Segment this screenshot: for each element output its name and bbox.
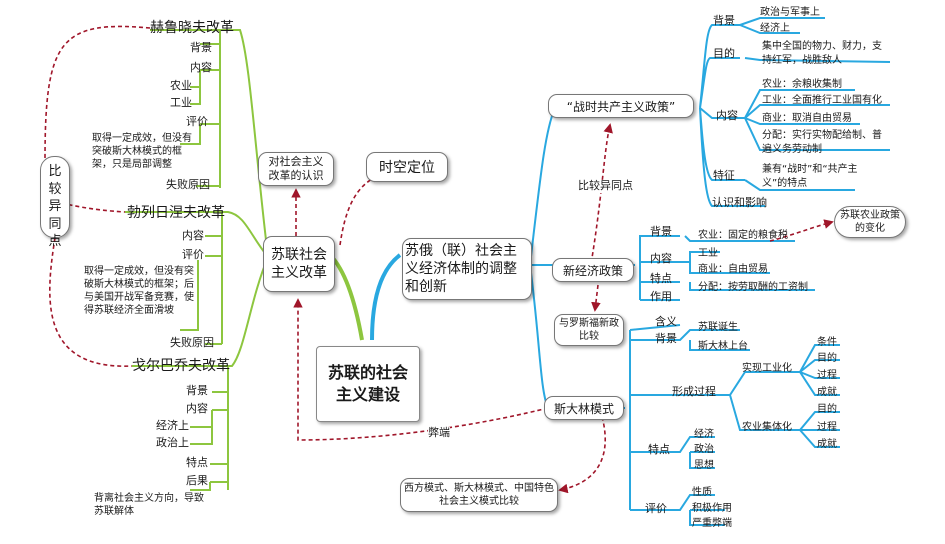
wc-industry: 工业：全面推行工业国有化 (762, 95, 882, 106)
gorbachev-background: 背景 (186, 384, 208, 397)
roosevelt-compare-node: 与罗斯福新政比较 (554, 314, 624, 346)
nep-background: 背景 (650, 225, 672, 238)
stalin-process-2: 过程 (817, 422, 837, 433)
gorbachev-title: 戈尔巴乔夫改革 (132, 358, 230, 374)
time-space-text: 时空定位 (379, 160, 435, 176)
left-main-text: 苏联社会主义改革 (271, 246, 327, 281)
nep-content: 内容 (650, 252, 672, 265)
brezhnev-evaluation-text: 取得一定成效，但没有突破斯大林模式的框架；后与美国开战军备竞赛，使得苏联经济全面… (84, 266, 194, 316)
wc-bg-political: 政治与军事上 (760, 7, 820, 18)
drawbacks-label: 弊端 (428, 426, 450, 440)
roosevelt-compare-text: 与罗斯福新政比较 (559, 318, 619, 342)
nep-text: 新经济政策 (562, 263, 623, 278)
nep-commerce: 商业：自由贸易 (698, 264, 768, 275)
compare-similar-label: 比较异同点 (578, 179, 633, 193)
center-topic-text: 苏联的社会主义建设 (328, 363, 409, 404)
nep-effect: 作用 (650, 290, 672, 303)
stalin-model-text: 斯大林模式 (553, 401, 614, 416)
gorbachev-economic: 经济上 (156, 419, 189, 432)
brezhnev-content: 内容 (182, 229, 204, 242)
reform-understanding-node: 对社会主义改革的认识 (258, 152, 334, 186)
wc-feature: 特征 (713, 169, 735, 182)
stalin-model-node: 斯大林模式 (544, 396, 624, 420)
stalin-background: 背景 (655, 332, 677, 345)
stalin-condition: 条件 (817, 337, 837, 348)
brezhnev-evaluation: 评价 (182, 248, 204, 261)
gorbachev-features: 特点 (186, 456, 208, 469)
stalin-achievement-2: 成就 (817, 439, 837, 450)
left-tree-lines (125, 29, 269, 491)
stalin-purpose-2: 目的 (817, 404, 837, 415)
wc-purpose-text: 集中全国的物力、财力，支持红军，战胜敌人 (762, 41, 882, 66)
wc-understanding: 认识和影响 (712, 196, 767, 209)
khrushchev-failure: 失败原因 (166, 178, 210, 191)
stalin-features: 特点 (648, 443, 670, 456)
stalin-collectivization: 农业集体化 (742, 422, 792, 433)
khrushchev-evaluation-text: 取得一定成效，但没有突破斯大林模式的框架，只是局部调整 (92, 133, 192, 170)
brezhnev-failure: 失败原因 (170, 336, 214, 349)
stalin-positive: 积极作用 (692, 503, 732, 514)
nep-agriculture: 农业：固定的粮食税 (698, 230, 788, 241)
wc-content: 内容 (716, 109, 738, 122)
stalin-achievement-1: 成就 (817, 387, 837, 398)
stalin-ussr-founded: 苏联诞生 (698, 322, 738, 333)
war-communism-text: “战时共产主义政策” (566, 99, 676, 114)
wc-commerce: 商业：取消自由贸易 (762, 113, 852, 124)
stalin-politics: 政治 (694, 444, 714, 455)
wc-purpose: 目的 (713, 47, 735, 60)
agri-policy-change-text: 苏联农业政策的变化 (840, 210, 900, 234)
khrushchev-content: 内容 (190, 61, 212, 74)
khrushchev-background: 背景 (190, 41, 212, 54)
right-main-text: 苏俄（联）社会主义经济体制的调整和创新 (405, 242, 517, 296)
right-main-node: 苏俄（联）社会主义经济体制的调整和创新 (402, 238, 532, 300)
gorbachev-political: 政治上 (156, 436, 189, 449)
compare-vertical-text: 比较异同点 (48, 164, 62, 250)
time-space-node: 时空定位 (366, 152, 448, 182)
reform-understanding-text: 对社会主义改革的认识 (268, 154, 324, 182)
wc-feature-text: 兼有“战时”和“共产主义”的特点 (762, 164, 858, 189)
gorbachev-consequence-text: 背离社会主义方向，导致苏联解体 (94, 493, 204, 517)
stalin-evaluation: 评价 (645, 502, 667, 515)
agri-policy-change-node: 苏联农业政策的变化 (834, 206, 906, 238)
stalin-process-1: 过程 (817, 370, 837, 381)
models-compare-node: 西方模式、斯大林模式、中国特色社会主义模式比较 (400, 478, 558, 512)
khrushchev-industry: 工业 (170, 96, 192, 109)
stalin-formation: 形成过程 (672, 385, 716, 398)
wc-background: 背景 (713, 14, 735, 27)
stalin-purpose-1: 目的 (817, 353, 837, 364)
stalin-stalin-power: 斯大林上台 (698, 341, 748, 352)
compare-vertical-node: 比较异同点 (40, 156, 70, 249)
wc-agriculture: 农业：余粮收集制 (762, 79, 842, 90)
gorbachev-consequence: 后果 (186, 474, 208, 487)
left-main-node: 苏联社会主义改革 (263, 236, 335, 292)
stalin-meaning: 含义 (655, 315, 677, 328)
stalin-industrialization: 实现工业化 (742, 363, 792, 374)
war-communism-node: “战时共产主义政策” (548, 94, 694, 118)
nep-features: 特点 (650, 272, 672, 285)
center-topic: 苏联的社会主义建设 (316, 346, 420, 422)
khrushchev-title: 赫鲁晓夫改革 (150, 20, 234, 36)
wc-bg-economic: 经济上 (760, 23, 790, 34)
nep-industry: 工业 (698, 248, 718, 259)
khrushchev-evaluation: 评价 (186, 115, 208, 128)
nep-node: 新经济政策 (552, 258, 634, 282)
models-compare-text: 西方模式、斯大林模式、中国特色社会主义模式比较 (404, 482, 554, 508)
brezhnev-title: 勃列日涅夫改革 (127, 205, 225, 221)
stalin-economy: 经济 (694, 429, 714, 440)
khrushchev-agriculture: 农业 (170, 79, 192, 92)
stalin-negative: 严重弊端 (692, 518, 732, 529)
wc-distribution: 分配：实行实物配给制、普遍义务劳动制 (762, 130, 882, 155)
gorbachev-content: 内容 (186, 402, 208, 415)
nep-distribution: 分配：按劳取酬的工资制 (698, 282, 808, 293)
stalin-thought: 思想 (694, 460, 714, 471)
stalin-nature: 性质 (692, 487, 712, 498)
